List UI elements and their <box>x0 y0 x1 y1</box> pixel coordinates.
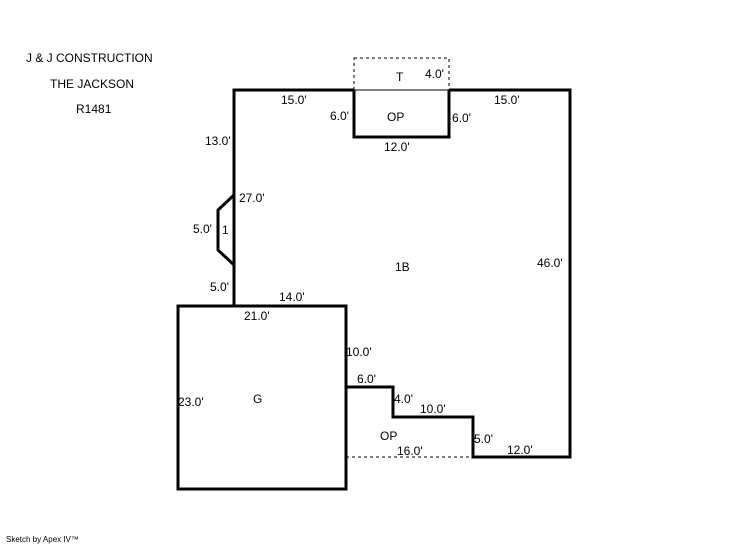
dim-right: 46.0' <box>537 256 563 270</box>
dim-garage-top: 21.0' <box>244 309 270 323</box>
dim-ledge: 14.0' <box>279 290 305 304</box>
area-label-porch-top: OP <box>387 110 404 124</box>
dim-top-right: 15.0' <box>494 93 520 107</box>
dim-porch-left: 6.0' <box>330 109 349 123</box>
area-label-bay: 1 <box>222 223 229 237</box>
dim-step2-v: 5.0' <box>474 432 493 446</box>
plan-code: R1481 <box>76 102 112 116</box>
dim-top-left: 15.0' <box>281 93 307 107</box>
terrace-outline <box>353 57 450 91</box>
area-label-terrace: T <box>396 70 404 84</box>
dim-bottom-right: 12.0' <box>507 443 533 457</box>
garage-outline <box>176 304 348 491</box>
dim-left-lower: 5.0' <box>210 280 229 294</box>
footer-credit: Sketch by Apex IV™ <box>6 535 79 544</box>
dim-left-bay-top: 27.0' <box>239 191 265 205</box>
dim-porch-bottom: 12.0' <box>384 140 410 154</box>
dim-bay: 5.0' <box>193 222 212 236</box>
dim-step1-h: 6.0' <box>357 372 376 386</box>
area-label-porch-bottom: OP <box>380 429 397 443</box>
dim-step1-v: 4.0' <box>394 392 413 406</box>
dim-terrace: 4.0' <box>425 67 444 81</box>
area-label-garage: G <box>253 392 262 406</box>
dim-porch-open: 16.0' <box>397 444 423 458</box>
main-outline <box>232 88 572 459</box>
bay-window <box>216 193 236 267</box>
area-label-main: 1B <box>395 260 410 274</box>
model-name: THE JACKSON <box>50 77 135 91</box>
dim-left-upper: 13.0' <box>205 134 231 148</box>
dim-porch-right: 6.0' <box>452 111 471 125</box>
porch-top-walls <box>352 90 451 139</box>
dim-garage-left: 23.0' <box>178 395 204 409</box>
company-name: J & J CONSTRUCTION <box>26 51 153 65</box>
dim-garage-right: 10.0' <box>346 345 372 359</box>
dim-step2-h: 10.0' <box>420 402 446 416</box>
